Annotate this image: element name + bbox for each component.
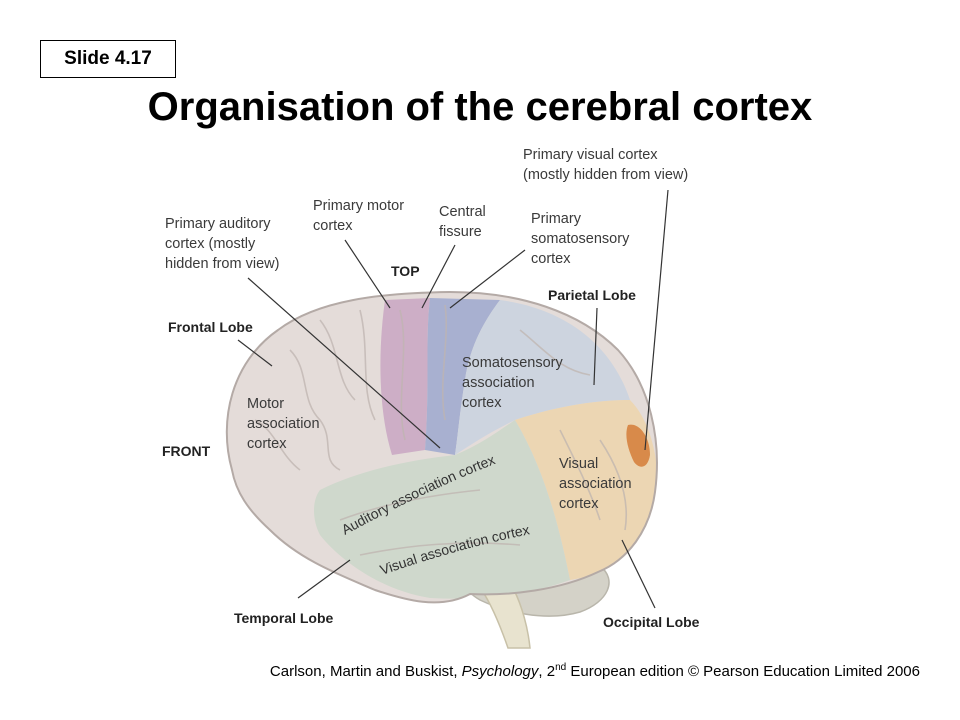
label-temporal-lobe: Temporal Lobe <box>234 610 334 626</box>
primary-visual-region <box>626 424 650 467</box>
slide-title: Organisation of the cerebral cortex <box>147 85 813 129</box>
temporal-region <box>314 420 570 599</box>
label-primary-auditory-cortex: Primary auditory cortex (mostly hidden f… <box>165 216 280 272</box>
label-front: FRONT <box>162 443 211 459</box>
label-primary-motor-cortex: Primary motor cortex <box>313 198 405 234</box>
brain-outline <box>225 290 658 604</box>
primary-motor-region <box>380 298 430 455</box>
label-parietal-lobe: Parietal Lobe <box>548 287 636 303</box>
leader-primary-motor <box>344 239 391 309</box>
label-visual-association-cortex: Visual association cortex <box>559 456 632 512</box>
slide-number-label: Slide 4.17 <box>40 40 176 78</box>
label-primary-somatosensory-cortex: Primary somatosensory cortex <box>531 211 630 267</box>
label-central-fissure: Central fissure <box>439 204 486 240</box>
leader-parietal <box>593 307 598 386</box>
occipital-region <box>515 400 657 580</box>
leader-central-fissure <box>421 244 456 309</box>
label-frontal-lobe: Frontal Lobe <box>168 319 253 335</box>
label-primary-visual-cortex: Primary visual cortex (mostly hidden fro… <box>523 147 689 183</box>
label-top: TOP <box>391 263 420 279</box>
leader-primary-auditory <box>247 277 441 449</box>
label-somatosensory-association-cortex: Somatosensory association cortex <box>462 355 563 411</box>
leader-frontal <box>237 339 273 367</box>
label-motor-association-cortex: Motor association cortex <box>247 396 320 452</box>
leader-occipital <box>621 539 656 609</box>
somatosensory-association-region <box>455 300 630 455</box>
brain-stem <box>476 583 531 649</box>
label-occipital-lobe: Occipital Lobe <box>603 614 700 630</box>
leader-primary-visual <box>644 189 669 451</box>
leader-temporal <box>297 559 351 599</box>
leader-primary-somato <box>449 249 526 309</box>
source-credit: Carlson, Martin and Buskist, Psychology,… <box>269 662 920 680</box>
